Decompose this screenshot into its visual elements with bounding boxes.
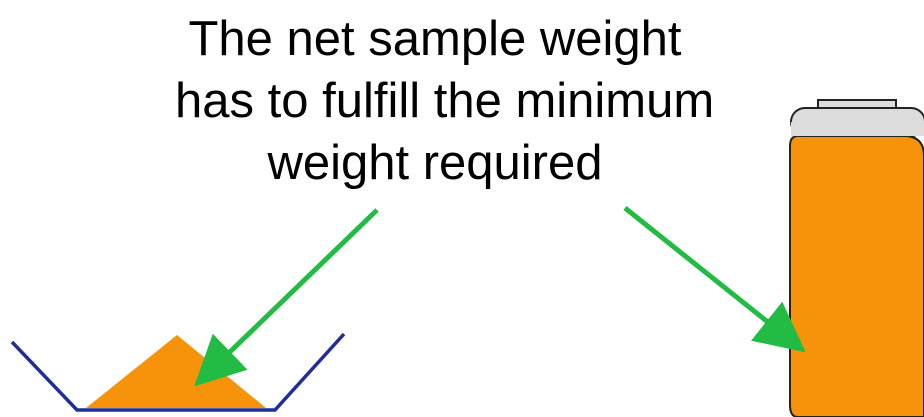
powder-pile-icon <box>86 335 266 408</box>
arrow-icon <box>194 208 379 387</box>
caption-text: The net sample weight has to fulfill the… <box>175 8 715 194</box>
arrow-icon <box>623 206 806 353</box>
weighing-dish-icon <box>10 332 346 412</box>
bottle-body-icon <box>789 135 924 417</box>
caption-line-2: has to fulfill the minimum <box>175 74 715 128</box>
dish-outline-icon <box>10 332 346 412</box>
caption-line-1: The net sample weight <box>188 12 682 66</box>
sample-bottle-icon <box>789 99 924 417</box>
caption-line-3: weight required <box>267 136 603 190</box>
